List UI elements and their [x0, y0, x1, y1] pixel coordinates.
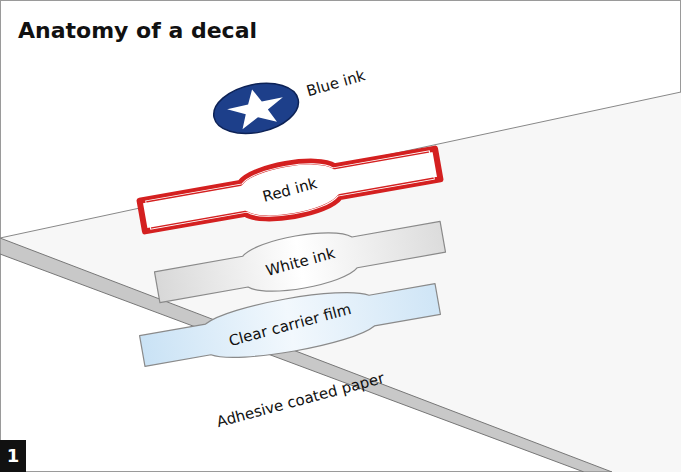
- layer-label: Blue ink: [304, 66, 367, 100]
- white-star: [224, 83, 287, 131]
- diagram-title: Anatomy of a decal: [18, 18, 257, 43]
- blue-roundel: [209, 76, 303, 141]
- number-box: [0, 440, 26, 472]
- band-inner-line: [144, 141, 436, 239]
- band-shape: [138, 273, 443, 377]
- paper-surface: [0, 92, 681, 472]
- layer-label: Adhesive coated paper: [214, 369, 386, 431]
- band-shape: [138, 138, 443, 242]
- figure-number: 1: [0, 440, 26, 472]
